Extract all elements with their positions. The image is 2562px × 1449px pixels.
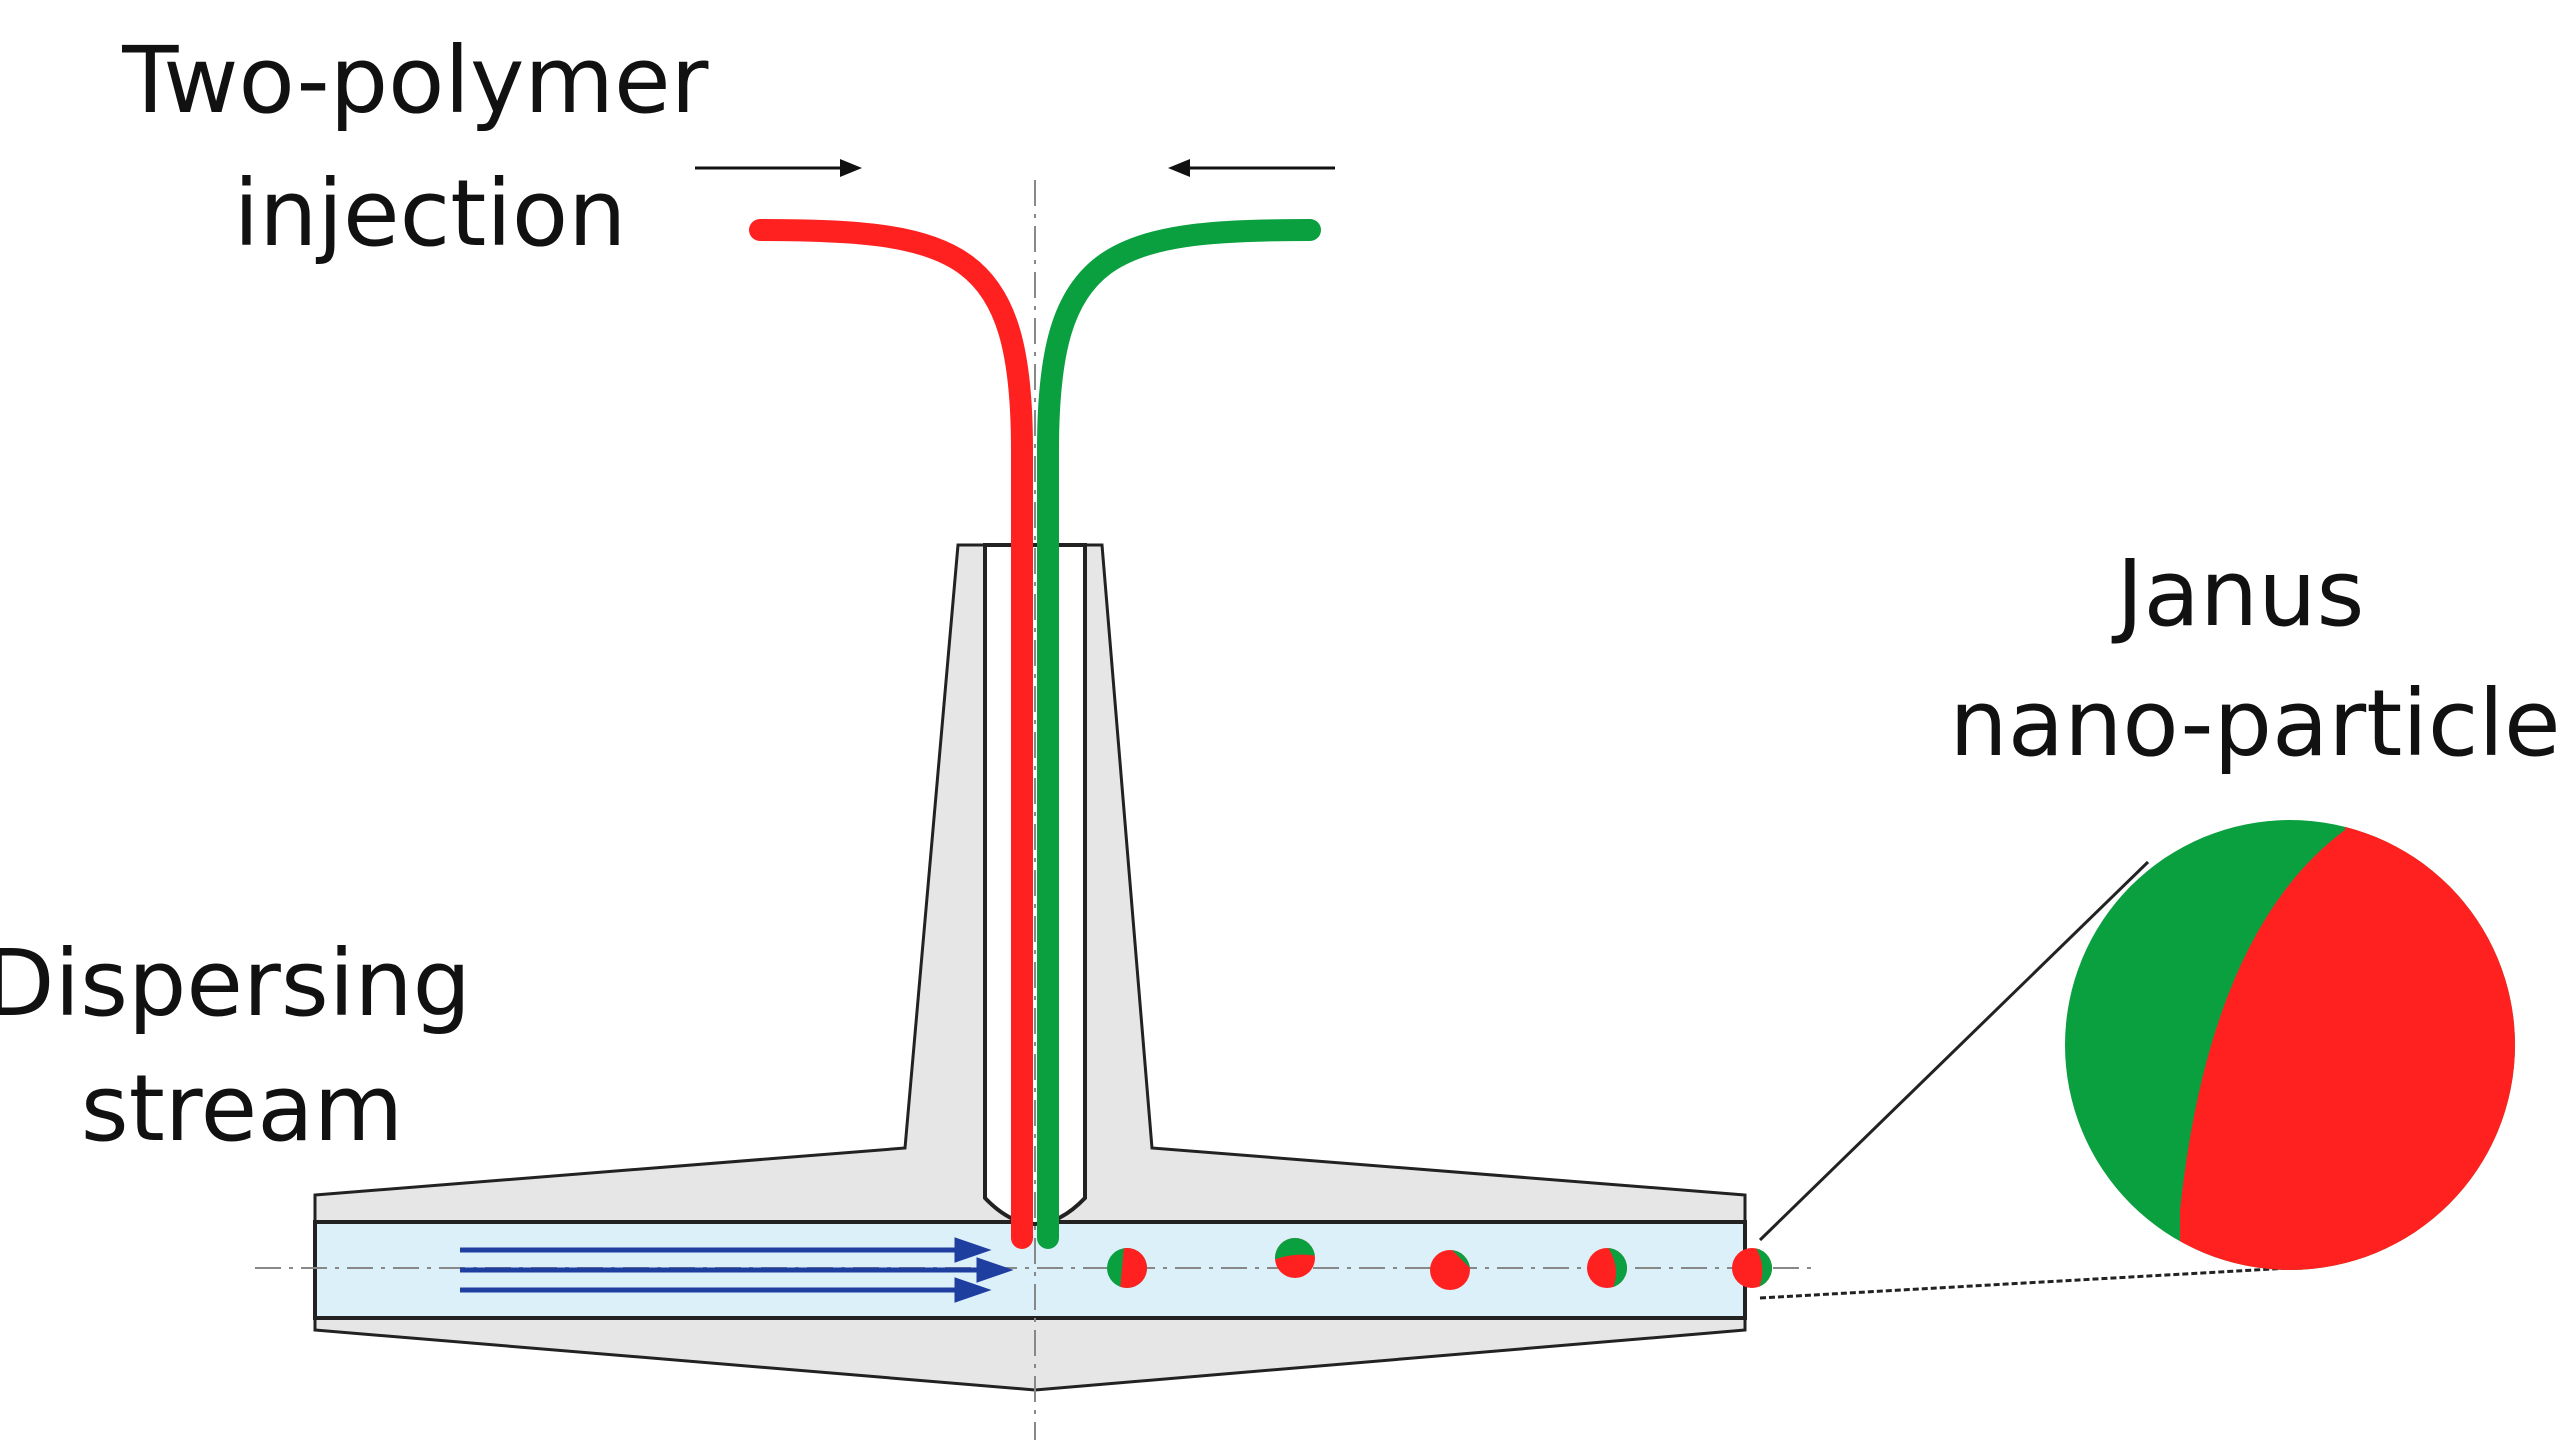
janus-particle <box>1275 1238 1315 1278</box>
janus-particle-icon <box>2065 820 2515 1270</box>
dispersing-label-line1: Dispersing <box>0 930 471 1037</box>
janus-particle <box>1587 1248 1627 1288</box>
flow-arrow-icon <box>460 1237 1014 1303</box>
zoom-line <box>1758 860 2150 1242</box>
injection-label-line2: injection <box>234 160 627 267</box>
dispersing-label-line2: stream <box>81 1055 403 1162</box>
zoom-line <box>1759 1266 2291 1300</box>
injection-label: Two-polymer injection <box>121 27 737 267</box>
janus-particle-label: Janus nano-particle <box>1949 540 2560 777</box>
janus-particle <box>1107 1248 1147 1288</box>
red-polymer-stream <box>749 219 1033 1249</box>
dispersing-stream-label: Dispersing stream <box>0 930 500 1162</box>
particle-label-line1: Janus <box>2111 540 2364 647</box>
particle-label-line2: nano-particle <box>1949 670 2560 777</box>
arrow-right-icon <box>695 159 862 177</box>
green-polymer-stream <box>1037 219 1321 1249</box>
arrow-left-icon <box>1168 159 1335 177</box>
injection-label-line1: Two-polymer <box>121 27 708 134</box>
